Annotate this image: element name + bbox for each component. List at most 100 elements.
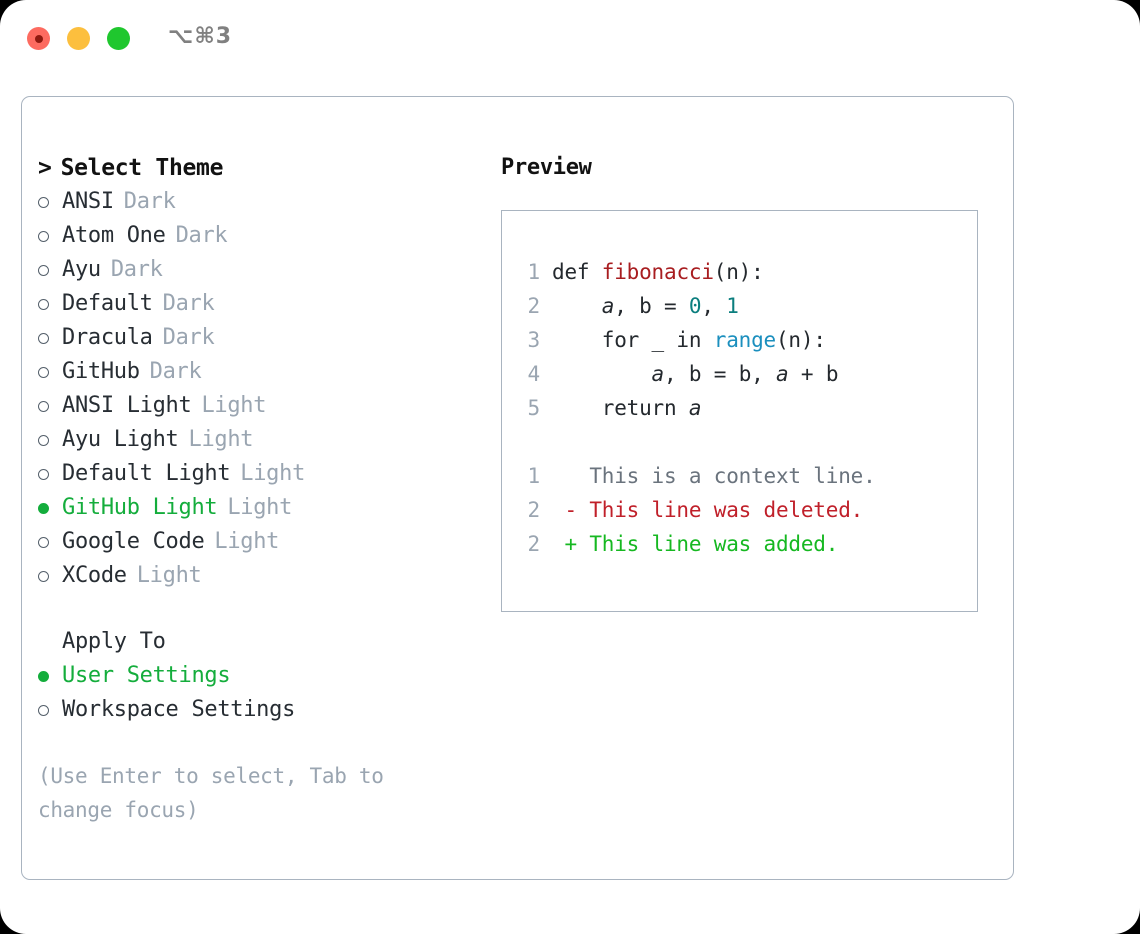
spacer-icon [38,637,49,648]
radio-unselected-icon [38,468,49,480]
theme-name: ANSI Light [62,393,192,418]
code-line-text: a, b = b, a + b [552,357,839,391]
radio-unselected-icon [38,704,49,716]
radio-unselected-icon [38,264,49,276]
code-blank-line [514,425,969,459]
radio-unselected-icon [38,298,49,310]
code-token: + [788,362,826,386]
theme-list-item[interactable]: GitHub Light Light [38,491,498,525]
code-token: b [639,294,652,318]
theme-name: Ayu Light [62,427,179,452]
diff-line: 2 - This line was deleted. [514,493,969,527]
radio-unselected-icon [38,366,49,378]
code-token: a [688,396,702,420]
close-icon [34,34,43,43]
diff-sample: 1 This is a context line.2 - This line w… [514,459,969,561]
theme-variant-tag: Light [188,427,254,452]
theme-variant-tag: Dark [175,223,228,248]
theme-list-item[interactable]: ANSI Light Light [38,389,498,423]
theme-variant-tag: Light [227,495,293,520]
radio-selected-icon [38,670,49,682]
code-token: (n): [775,328,826,352]
line-number: 4 [527,362,541,386]
radio-unselected-icon [38,434,49,446]
theme-list-item[interactable]: Dracula Dark [38,321,498,355]
code-token: = [701,362,739,386]
close-button[interactable] [27,27,50,50]
code-line: 3 for _ in range(n): [514,323,969,357]
theme-picker-title: Select Theme [60,155,224,181]
code-token: def [552,260,602,284]
apply-to-header: Apply To [38,625,498,659]
line-number: 2 [527,532,541,556]
theme-variant-tag: Light [201,393,267,418]
keyboard-hint: (Use Enter to select, Tab to change focu… [38,764,384,822]
code-token: return [552,396,689,420]
theme-variant-tag: Dark [123,189,176,214]
apply-to-label: User Settings [62,663,231,688]
theme-variant-tag: Light [240,461,306,486]
radio-unselected-icon [38,230,49,242]
code-token: , [614,294,640,318]
code-token: a [776,362,789,386]
code-token: b [688,362,702,386]
minimize-button[interactable] [67,27,90,50]
theme-name: XCode [62,563,127,588]
theme-variant-tag: Dark [162,325,215,350]
code-token: b [738,362,752,386]
prompt-caret-icon: > [38,155,52,181]
theme-list-item[interactable]: Default Dark [38,287,498,321]
apply-to-option[interactable]: User Settings [38,659,498,693]
code-line: 5 return a [514,391,969,425]
section-gap [38,593,498,625]
theme-list-item[interactable]: Default Light Light [38,457,498,491]
apply-to-title: Apply To [62,629,166,654]
code-token: , [751,362,777,386]
code-token: b [825,362,839,386]
radio-unselected-icon [38,570,49,582]
theme-variant-tag: Dark [162,291,215,316]
diff-line: 1 This is a context line. [514,459,969,493]
line-number: 3 [527,328,541,352]
theme-list-item[interactable]: Ayu Light Light [38,423,498,457]
theme-name: Default [62,291,153,316]
theme-variant-tag: Dark [149,359,202,384]
theme-name: Default Light [62,461,231,486]
theme-name: GitHub Light [62,495,218,520]
code-token [552,362,652,386]
theme-name: Dracula [62,325,153,350]
radio-selected-icon [38,502,49,514]
code-line-text: a, b = 0, 1 [552,289,739,323]
diff-line: 2 + This line was added. [514,527,969,561]
maximize-button[interactable] [107,27,130,50]
code-line-text: return a [552,391,702,425]
code-line: 2 a, b = 0, 1 [514,289,969,323]
code-token: , [701,294,727,318]
apply-to-option[interactable]: Workspace Settings [38,693,498,727]
radio-unselected-icon [38,400,49,412]
code-token: 1 [726,294,739,318]
code-token: fibonacci [601,260,714,284]
line-number: 2 [527,498,541,522]
apply-to-label: Workspace Settings [62,697,296,722]
radio-unselected-icon [38,196,49,208]
line-number: 1 [527,464,541,488]
diff-line-text: + This line was added. [552,532,839,556]
theme-variant-tag: Light [214,529,280,554]
line-number: 5 [527,396,541,420]
line-number: 2 [527,294,541,318]
radio-unselected-icon [38,332,49,344]
diff-line-text: - This line was deleted. [552,498,864,522]
